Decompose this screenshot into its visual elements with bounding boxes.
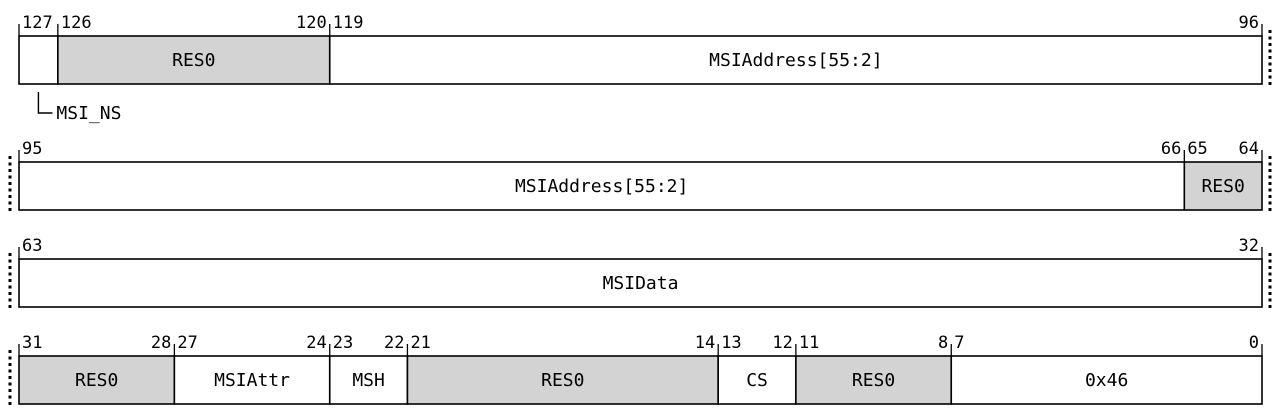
bit-number: 65 bbox=[1187, 139, 1207, 159]
field-label: 0x46 bbox=[1085, 370, 1128, 391]
register-field bbox=[18, 35, 59, 85]
bit-number: 13 bbox=[721, 333, 741, 353]
bit-number: 0 bbox=[1249, 333, 1259, 353]
register-field bbox=[173, 355, 331, 405]
bit-number: 28 bbox=[151, 333, 171, 353]
bit-number: 24 bbox=[306, 333, 326, 353]
bit-number: 31 bbox=[22, 333, 42, 353]
register-row: RES0 MSIAttr MSH RES0 CS RES0 0x46 31 28 27 24 23 22… bbox=[8, 333, 1263, 406]
field-label: MSIAttr bbox=[214, 370, 290, 391]
bit-number: 7 bbox=[954, 333, 964, 353]
callout-label: MSI_NS bbox=[56, 103, 121, 124]
reserved-field bbox=[18, 355, 176, 405]
register-field bbox=[950, 355, 1263, 405]
register-row: RES0 MSIAddress[55:2] 127 126 120 119 96 bbox=[18, 13, 1272, 86]
register-row: MSIData 63 32 bbox=[8, 236, 1272, 309]
bit-number: 66 bbox=[1161, 139, 1181, 159]
reserved-field bbox=[795, 355, 953, 405]
register-field bbox=[18, 161, 1186, 211]
bit-number: 127 bbox=[22, 13, 53, 33]
bit-number: 23 bbox=[333, 333, 353, 353]
bit-number: 119 bbox=[333, 13, 364, 33]
field-label: MSIData bbox=[603, 273, 679, 294]
bit-number: 11 bbox=[799, 333, 819, 353]
callout: MSI_NS bbox=[37, 92, 121, 124]
register-field bbox=[18, 258, 1263, 308]
bit-number: 21 bbox=[410, 333, 430, 353]
field-label: CS bbox=[746, 370, 768, 391]
field-label: RES0 bbox=[172, 50, 215, 71]
callout-leader bbox=[37, 92, 53, 114]
bit-number: 32 bbox=[1239, 236, 1259, 256]
reserved-field bbox=[57, 35, 331, 85]
bit-number: 64 bbox=[1239, 139, 1259, 159]
bit-number: 95 bbox=[22, 139, 42, 159]
bit-number: 126 bbox=[61, 13, 92, 33]
field-label: MSIAddress[55:2] bbox=[709, 50, 882, 71]
bit-number: 63 bbox=[22, 236, 42, 256]
bit-number: 120 bbox=[296, 13, 327, 33]
bit-number: 14 bbox=[695, 333, 715, 353]
field-label: MSH bbox=[352, 370, 385, 391]
field-label: RES0 bbox=[541, 370, 584, 391]
register-field bbox=[717, 355, 797, 405]
field-label: RES0 bbox=[75, 370, 118, 391]
bit-number: 12 bbox=[772, 333, 792, 353]
bit-number: 27 bbox=[177, 333, 197, 353]
bit-number: 96 bbox=[1239, 13, 1259, 33]
field-label: RES0 bbox=[1201, 176, 1244, 197]
register-row: MSIAddress[55:2] RES0 95 66 65 64 bbox=[8, 139, 1272, 212]
bit-number: 22 bbox=[384, 333, 404, 353]
register-field bbox=[328, 355, 409, 405]
field-label: RES0 bbox=[852, 370, 895, 391]
field-label: MSIAddress[55:2] bbox=[515, 176, 688, 197]
reserved-field bbox=[1183, 161, 1263, 211]
register-field bbox=[328, 35, 1263, 85]
bit-number: 8 bbox=[938, 333, 948, 353]
